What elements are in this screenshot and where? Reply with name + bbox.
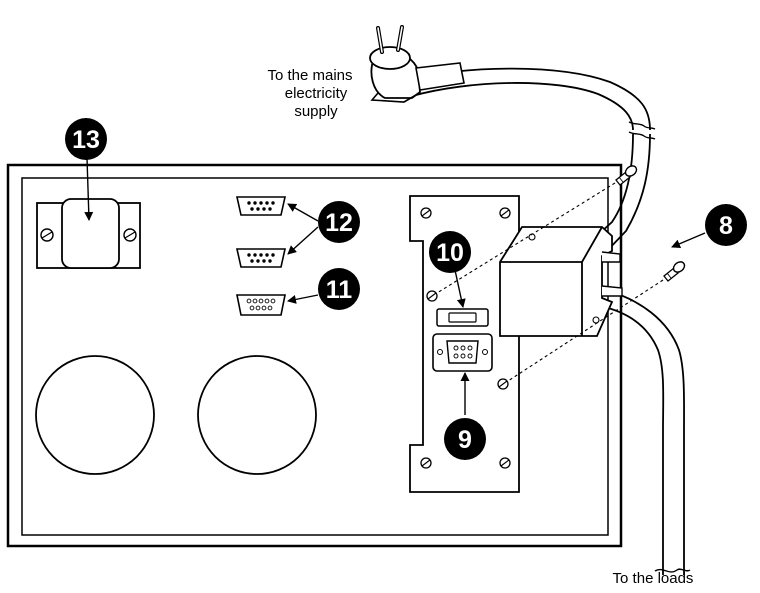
cable-cut-mark — [654, 568, 691, 573]
plate-screw — [420, 207, 432, 219]
junction-box — [499, 226, 623, 337]
leader-11 — [287, 294, 319, 304]
serial-port-female — [236, 294, 286, 316]
load-cable — [599, 289, 685, 575]
callout-8-number: 8 — [719, 212, 733, 240]
loads-label: To the loads — [613, 570, 694, 587]
junction-screw-lower — [663, 261, 686, 282]
callout-11: 11 — [318, 268, 360, 310]
callout-13: 13 — [65, 118, 107, 160]
bypass-plate — [409, 195, 520, 493]
leader-12-upper — [287, 203, 319, 222]
fuse-slot — [436, 308, 489, 327]
leader-10 — [454, 269, 466, 308]
junction-screw-upper — [615, 165, 638, 186]
mains-label-line-2: electricity — [285, 85, 348, 102]
callout-9: 9 — [444, 418, 486, 460]
callout-10-number: 10 — [436, 239, 464, 267]
socket-screw-left — [40, 228, 54, 242]
fan-left — [35, 355, 155, 475]
serial-port-lower — [236, 248, 286, 268]
plate-screw — [499, 207, 511, 219]
mains-label-line-1: To the mains — [267, 67, 352, 84]
mains-label-line-3: supply — [294, 103, 338, 120]
callout-9-number: 9 — [458, 426, 472, 454]
leader-8 — [671, 232, 706, 249]
leader-lines — [84, 157, 706, 415]
serial-port-upper — [236, 196, 286, 216]
callout-10: 10 — [429, 231, 471, 273]
screw-guide-lines — [436, 182, 664, 382]
plate-screw — [499, 457, 511, 469]
socket-screw-right — [123, 228, 137, 242]
leader-13 — [84, 157, 94, 221]
fan-right — [197, 355, 317, 475]
callout-8: 8 — [705, 204, 747, 246]
callout-12-number: 12 — [325, 209, 353, 237]
leader-12-lower — [287, 226, 319, 255]
plate-screw — [420, 457, 432, 469]
callout-13-number: 13 — [72, 126, 100, 154]
plate-screw — [497, 378, 509, 390]
callout-11-number: 11 — [326, 276, 353, 304]
callout-12: 12 — [318, 201, 360, 243]
bypass-connector — [432, 333, 493, 372]
plate-screw — [426, 290, 438, 302]
mains-plug — [369, 25, 465, 103]
